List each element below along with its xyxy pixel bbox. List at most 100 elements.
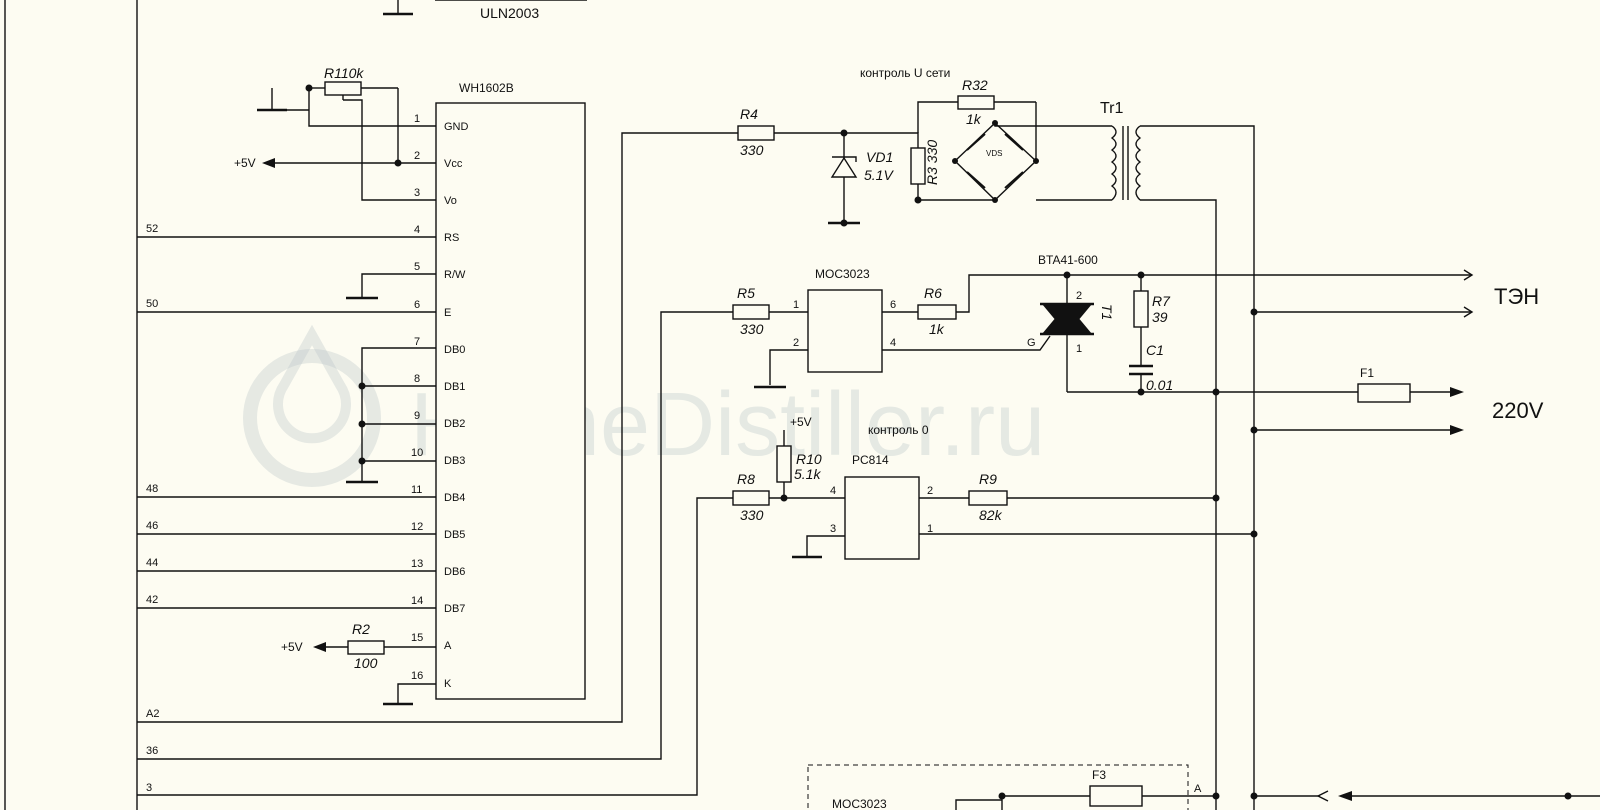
lcd-pin-name: A [444, 640, 452, 652]
lcd-pin-number: 9 [414, 410, 420, 422]
lcd-pin-name: GND [444, 121, 469, 133]
bus-net-label: 42 [146, 594, 158, 606]
lcd-name: WH1602B [459, 81, 514, 95]
k-ground [383, 683, 436, 706]
r2-body [347, 640, 385, 655]
lcd-pin-name: DB2 [444, 418, 465, 430]
pc814-zero-cross: контроль 0 +5V R10 5.1k R8 330 PC814 4 3… [732, 415, 1258, 560]
svg-text:4: 4 [890, 337, 896, 349]
r1-ref: R110k [324, 65, 364, 81]
svg-text:4: 4 [830, 485, 836, 497]
supply-label: +5V [790, 415, 812, 429]
load-label: ТЭН [1494, 284, 1539, 309]
r2-backlight: +5V R2 100 [281, 621, 436, 671]
lcd-pin-number: 7 [414, 336, 420, 348]
lcd-body [435, 102, 586, 700]
lcd-pin-name: E [444, 307, 451, 319]
svg-text:2: 2 [793, 337, 799, 349]
net-a2: A2 [146, 708, 159, 720]
r5-ref: R5 [737, 285, 755, 301]
net-3: 3 [146, 782, 152, 794]
r6-value: 1k [929, 321, 945, 337]
r4-body [737, 125, 775, 141]
moc1-body [807, 289, 883, 373]
t1-ref: T1 [1099, 304, 1115, 320]
lcd-pin-number: 1 [414, 113, 420, 125]
c1-ref: C1 [1146, 342, 1164, 358]
lcd-pin-number: 12 [411, 521, 423, 533]
mains-label: 220V [1492, 398, 1544, 423]
uln2003-fragment: ULN2003 [383, 0, 587, 21]
svg-text:1: 1 [927, 523, 933, 535]
r4-ref: R4 [740, 106, 758, 122]
zero-label: контроль 0 [868, 423, 929, 437]
r6-body [917, 304, 957, 320]
svg-text:2: 2 [927, 485, 933, 497]
r7-ref: R7 [1152, 293, 1171, 309]
diode-bridge-icon [953, 122, 1038, 201]
arrow-icon [1450, 425, 1464, 435]
svg-text:1: 1 [793, 299, 799, 311]
lcd-pin-number: 6 [414, 299, 420, 311]
vd1-ref: VD1 [866, 149, 893, 165]
r2-ref: R2 [352, 621, 370, 637]
rw-ground [346, 273, 436, 300]
arrow-icon [313, 642, 326, 652]
lcd-pin-name: DB7 [444, 603, 465, 615]
f3-body [1089, 785, 1143, 807]
svg-text:G: G [1027, 337, 1036, 349]
f1-body [1357, 383, 1411, 403]
vds-label: VDS [986, 149, 1002, 158]
f1-label: F1 [1360, 366, 1374, 380]
r3-label: R3 330 [924, 140, 940, 185]
bus-nets: A2 36 3 [137, 132, 738, 796]
lcd-pin-number: 3 [414, 187, 420, 199]
lcd-pin-number: 14 [411, 595, 423, 607]
r5-body [732, 304, 770, 320]
r1-pot-network: +5V R110k [234, 65, 436, 201]
lcd-pin-name: K [444, 678, 452, 690]
r9-ref: R9 [979, 471, 997, 487]
lcd-wh1602b: WH1602B 1GND2Vcc3Vo4RS525R/W6E507DB08DB1… [137, 81, 586, 700]
c1-value: 0.01 [1146, 377, 1173, 393]
f3-label: F3 [1092, 768, 1106, 782]
bus-net-label: 46 [146, 520, 158, 532]
r8-ref: R8 [737, 471, 755, 487]
moc2-name: MOC3023 [832, 797, 887, 810]
r7-value: 39 [1152, 309, 1168, 325]
lcd-pin-number: 4 [414, 224, 420, 236]
r9-body [968, 490, 1008, 506]
r5-value: 330 [740, 321, 764, 337]
bus-net-label: 52 [146, 223, 158, 235]
net-voltage-label: контроль U сети [860, 66, 950, 80]
mains-voltage-sense: R4 330 VD1 5.1V R3 330 R32 1k контроль U… [737, 66, 1255, 810]
r8-body [732, 490, 770, 506]
triac-t1: BTA41-600 2 1 T1 R7 39 C1 0.01 F1 [1038, 253, 1472, 403]
r3-body [910, 147, 926, 185]
tr1-label: Tr1 [1100, 100, 1124, 117]
lcd-pin-name: DB4 [444, 492, 465, 504]
r32-value: 1k [966, 111, 982, 127]
lcd-pin-number: 15 [411, 632, 423, 644]
r10-ref: R10 [796, 451, 822, 467]
arrow-icon [262, 158, 275, 168]
r7-body [1133, 290, 1149, 328]
bus-net-label: 50 [146, 298, 158, 310]
net-36: 36 [146, 745, 158, 757]
lcd-pin-name: DB3 [444, 455, 465, 467]
svg-text:2: 2 [1076, 290, 1082, 302]
pc814-body [844, 476, 920, 560]
lcd-pin-name: R/W [444, 269, 466, 281]
db0-db3-ground [346, 347, 436, 484]
output-terminals: ТЭН 220V [1250, 269, 1544, 435]
lcd-pin-name: Vcc [444, 158, 463, 170]
lcd-pin-name: DB0 [444, 344, 465, 356]
r6-ref: R6 [924, 285, 942, 301]
bus-net-label: 48 [146, 483, 158, 495]
r10-body [776, 445, 792, 483]
r8-value: 330 [740, 507, 764, 523]
r32-ref: R32 [962, 77, 988, 93]
lcd-pin-number: 8 [414, 373, 420, 385]
moc1-name: MOC3023 [815, 267, 870, 281]
lcd-pin-number: 11 [411, 484, 422, 496]
